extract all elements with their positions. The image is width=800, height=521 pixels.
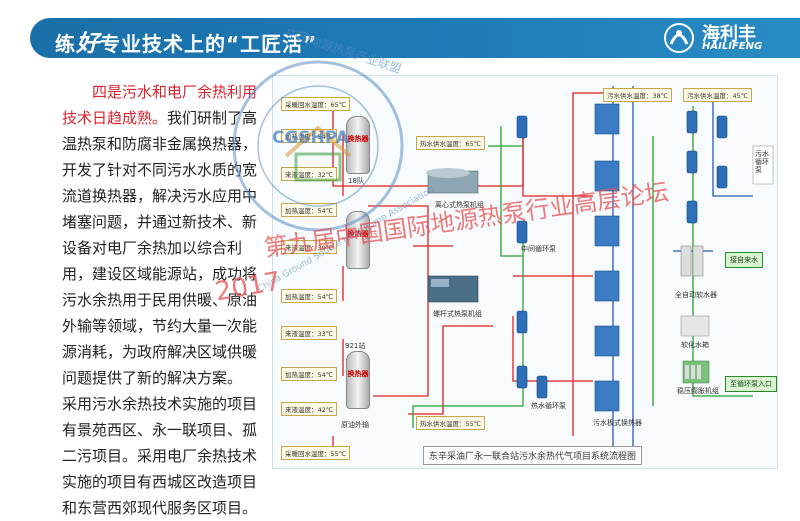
label-sewage-45: 污水供水温度：45℃ — [683, 88, 753, 102]
label-tap-water: 接自来水 — [725, 252, 763, 268]
highlight-text: 四是污水和电厂余热利用技术日趋成熟。 — [62, 83, 258, 127]
paragraph-1-text: 我们研制了高温热泵和防腐非金属换热器，开发了针对不同污水水质的宽流道换热器，解决… — [62, 109, 258, 387]
label-tank-18: 18队 — [348, 177, 364, 185]
label-screw-pump: 螺杆式热泵机组 — [433, 310, 482, 318]
label-hotwater-55: 热水供水温度：55℃ — [416, 416, 486, 430]
label-inflow-42: 来液温度：42℃ — [281, 402, 338, 416]
tank-crude-mark: 换热器 — [347, 370, 369, 378]
label-expansion-unit: 稳压膨胀机组 — [677, 387, 719, 395]
title-bar — [30, 18, 800, 58]
brand-logo-icon — [664, 23, 694, 53]
label-heat-54-d: 加热温度：54℃ — [281, 367, 338, 381]
title-part-1: 练 — [55, 32, 76, 56]
tank-18-mark: 换热器 — [347, 135, 369, 143]
label-soft-tank: 软化水箱 — [681, 341, 709, 349]
page-title: 练好专业技术上的“工匠活” — [55, 24, 317, 58]
label-tank-crude: 原油外输 — [341, 421, 369, 429]
tank-18: 换热器 — [346, 116, 370, 174]
paragraph-1: 四是污水和电厂余热利用技术日趋成熟。我们研制了高温热泵和防腐非金属换热器，开发了… — [62, 79, 268, 391]
label-sewage-38: 污水供水温度：38℃ — [603, 88, 673, 102]
label-centrifugal-pump: 离心式热泵机组 — [435, 201, 484, 209]
tank-crude-export: 换热器 — [346, 351, 370, 409]
label-hotwater-pump: 热水循环泵 — [531, 402, 566, 410]
brand-name-en: HAILIFENG — [702, 41, 763, 52]
pipe-network — [281, 86, 774, 457]
association-stamp-watermark — [232, 60, 404, 232]
label-intermediate-pump: 中间循环泵 — [521, 245, 556, 253]
paragraph-2: 采用污水余热技术实施的项目有景苑西区、永一联项目、孤二污项目。采用电厂余热技术实… — [62, 395, 258, 517]
stamp-acronym: CGSHPA — [272, 128, 349, 148]
header: 练好专业技术上的“工匠活” 海利丰 HAILIFENG — [0, 0, 800, 62]
label-plate-exchanger: 污水板式换热器 — [593, 419, 642, 427]
title-part-hao: 好 — [76, 31, 100, 57]
label-to-pump-inlet: 至循环泵入口 — [725, 376, 777, 392]
tank-921-mark: 换热器 — [347, 230, 369, 238]
label-hotwater-65: 热水供水温度：65℃ — [416, 136, 486, 150]
label-inflow-39: 来液温度：39℃ — [281, 240, 338, 254]
process-flow-diagram: 换热器 换热器 换热器 采暖回水温度：65℃ 加热温度：54℃ 来液温度：32℃… — [272, 75, 778, 469]
label-sewage-pump: 污水循环泵 — [755, 150, 769, 174]
brand-name-cn: 海利丰 — [702, 24, 756, 45]
label-return-65: 采暖回水温度：65℃ — [281, 97, 351, 111]
label-tank-921: 921站 — [345, 342, 366, 350]
diagram-title: 东辛采油厂永一联合站污水余热代气项目系统流程图 — [423, 446, 643, 465]
brand-logo: 海利丰 HAILIFENG — [662, 20, 782, 56]
body-text: 四是污水和电厂余热利用技术日趋成熟。我们研制了高温热泵和防腐非金属换热器，开发了… — [62, 79, 268, 521]
label-return-55: 采暖回水温度：55℃ — [281, 446, 351, 460]
label-inflow-33: 来液温度：33℃ — [281, 326, 338, 340]
label-heat-54-c: 加热温度：54℃ — [281, 289, 338, 303]
label-softener: 全自动软水器 — [675, 291, 717, 299]
title-part-2: 专业技术上的“工匠活” — [100, 32, 318, 56]
